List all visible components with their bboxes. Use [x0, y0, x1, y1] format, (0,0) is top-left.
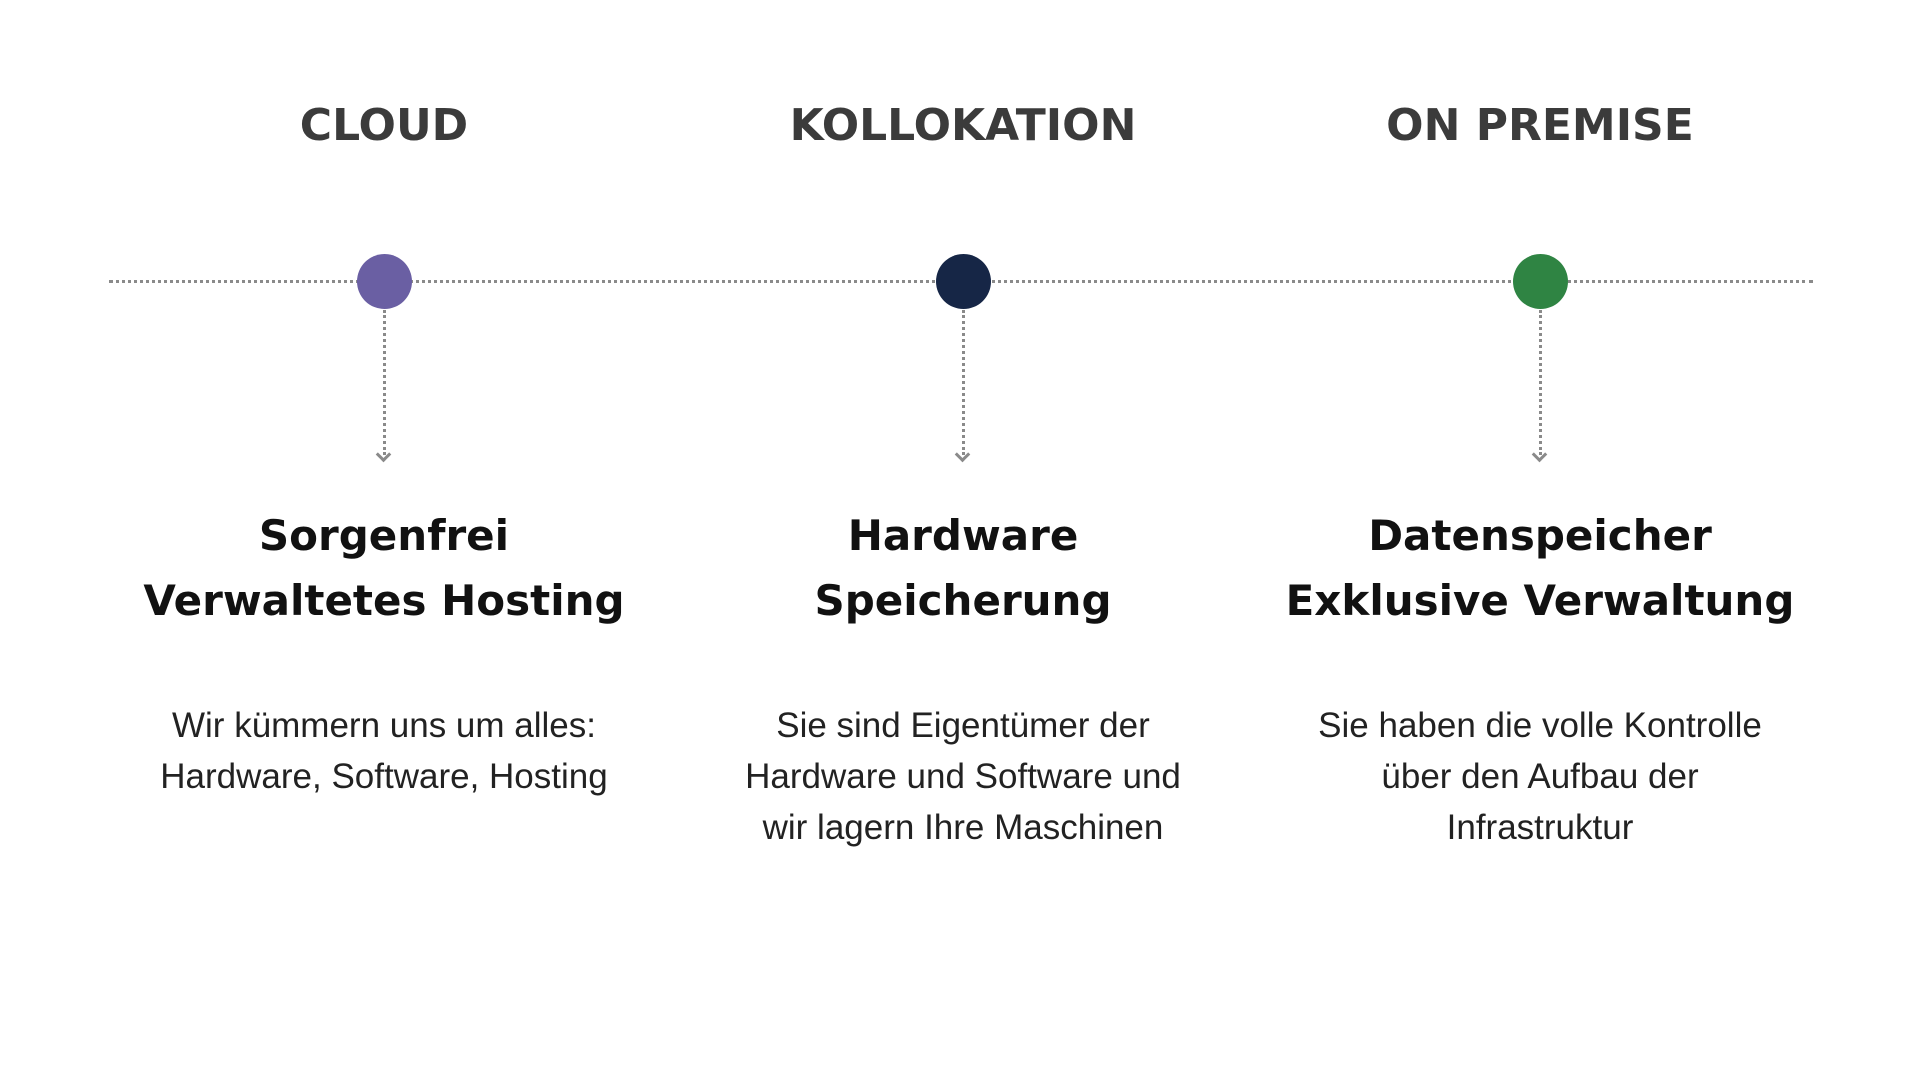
connector-line — [962, 310, 965, 455]
cloud-dot — [357, 254, 412, 309]
column-description: Wir kümmern uns um alles: Hardware, Soft… — [104, 700, 664, 802]
arrow-down-icon — [954, 446, 971, 463]
description-line: Sie sind Eigentümer der — [776, 706, 1150, 745]
column-heading: Sorgenfrei Verwaltetes Hosting — [104, 503, 664, 633]
column-description: Sie haben die volle Kontrolle über den A… — [1260, 700, 1820, 853]
arrow-down-icon — [375, 446, 392, 463]
heading-line: Datenspeicher — [1368, 511, 1712, 560]
description-line: über den Aufbau der — [1381, 757, 1699, 796]
column-title: KOLLOKATION — [789, 100, 1137, 151]
heading-line: Verwaltetes Hosting — [143, 576, 625, 625]
connector-line — [383, 310, 386, 455]
description-line: Hardware und Software und — [745, 757, 1181, 796]
column-heading: Hardware Speicherung — [683, 503, 1243, 633]
description-line: wir lagern Ihre Maschinen — [762, 808, 1164, 847]
arrow-down-icon — [1531, 446, 1548, 463]
on-premise-dot — [1513, 254, 1568, 309]
column-title: ON PREMISE — [1386, 100, 1694, 151]
column-title: CLOUD — [299, 100, 469, 151]
description-line: Hardware, Software, Hosting — [160, 757, 608, 796]
description-line: Infrastruktur — [1446, 808, 1634, 847]
heading-line: Hardware — [847, 511, 1079, 560]
description-line: Sie haben die volle Kontrolle — [1318, 706, 1762, 745]
description-line: Wir kümmern uns um alles: — [172, 706, 596, 745]
connector-line — [1539, 310, 1542, 455]
column-heading: Datenspeicher Exklusive Verwaltung — [1260, 503, 1820, 633]
heading-line: Speicherung — [814, 576, 1112, 625]
kollokation-dot — [936, 254, 991, 309]
column-description: Sie sind Eigentümer der Hardware und Sof… — [683, 700, 1243, 853]
heading-line: Exklusive Verwaltung — [1285, 576, 1795, 625]
heading-line: Sorgenfrei — [258, 511, 510, 560]
